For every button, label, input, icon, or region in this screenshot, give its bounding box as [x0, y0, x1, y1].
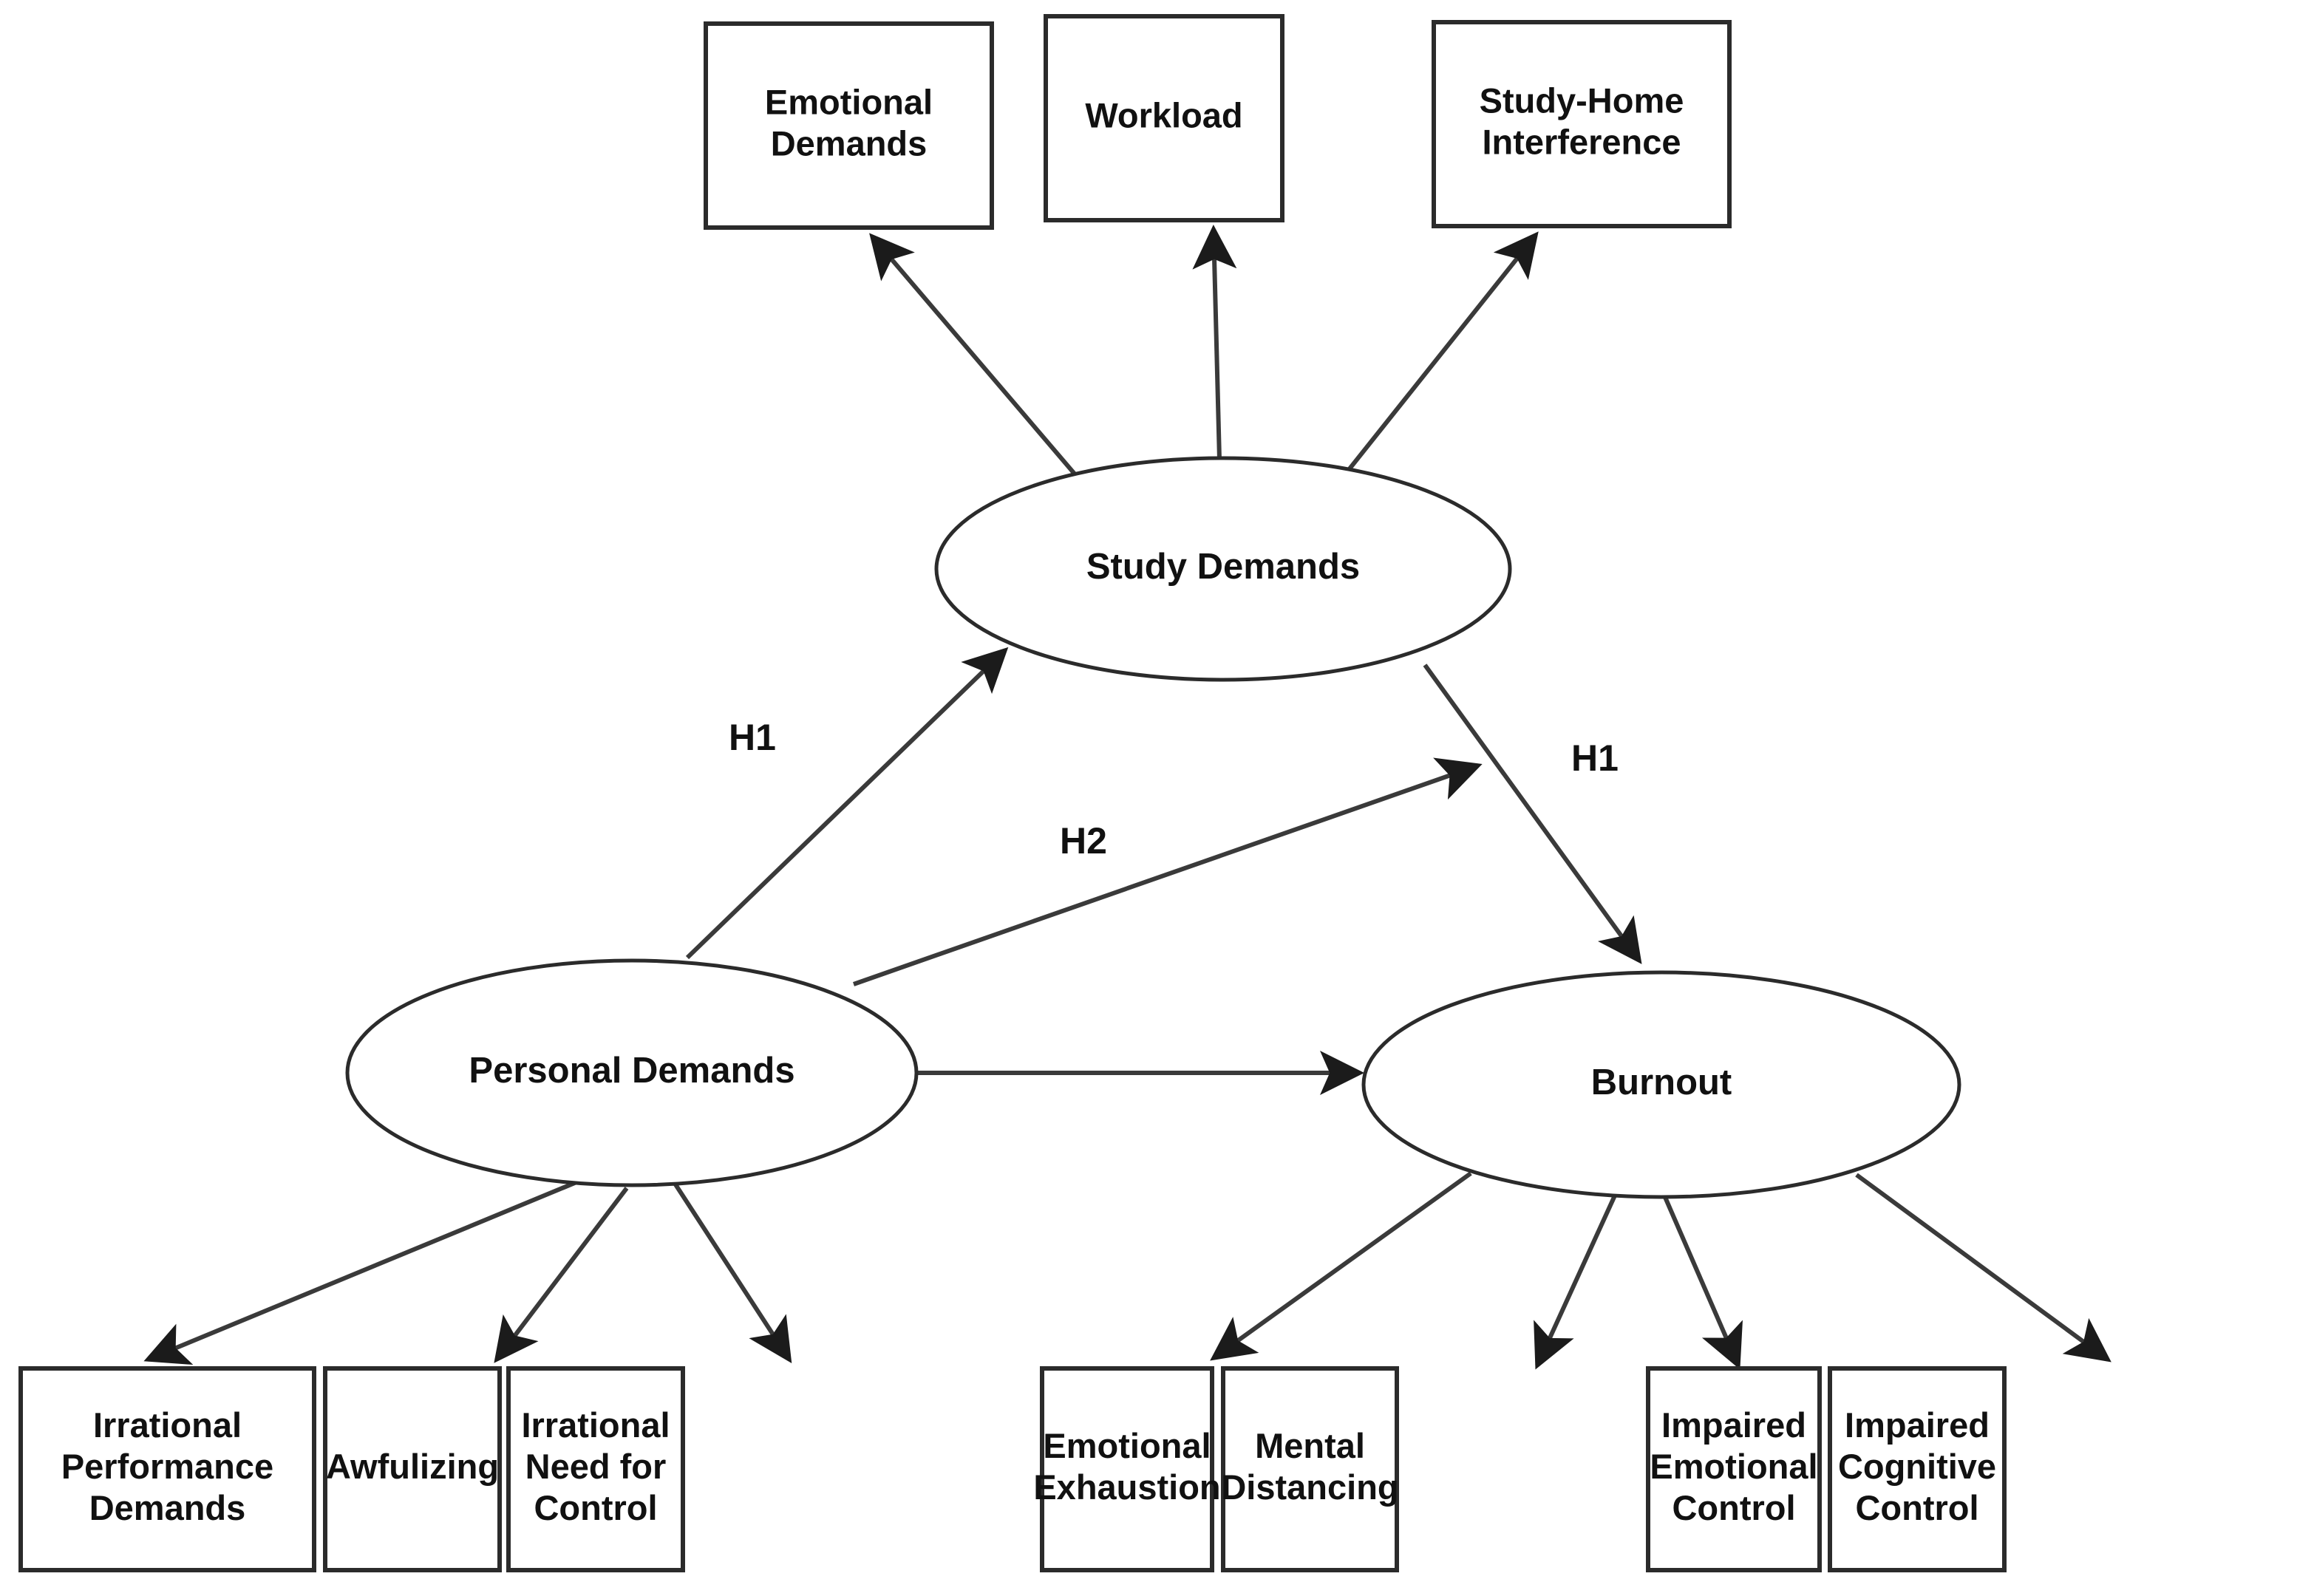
box-label-impaired-cognitive-control: Cognitive — [1838, 1447, 1996, 1486]
edge-study-demands-to-study-home-interference — [1343, 231, 1539, 476]
box-outline-impaired-emotional-control — [1646, 1366, 1822, 1572]
box-label-impaired-cognitive-control: Control — [1855, 1488, 1978, 1527]
box-label-impaired-emotional-control: Impaired — [1661, 1405, 1806, 1445]
edge-personal-demands-to-burnout-h2 — [853, 757, 1483, 986]
edge-burnout-to-impaired-emotional-control — [1662, 1194, 1743, 1370]
box-label-impaired-emotional-control: Emotional — [1650, 1447, 1817, 1486]
latent-variable-burnout[interactable]: Burnout — [1361, 970, 1961, 1199]
ellipse-outline-personal-demands — [345, 958, 919, 1187]
edge-personal-demands-to-irrational-performance-demands — [143, 1180, 578, 1365]
box-label-workload: Workload — [1085, 95, 1242, 134]
edge-study-demands-to-burnout-h1 — [1423, 664, 1642, 964]
box-label-irrational-performance-demands: Irrational — [93, 1405, 242, 1445]
box-label-irrational-performance-demands: Performance — [61, 1447, 273, 1486]
indicator-box-awfulizing[interactable]: Awfulizing — [323, 1366, 502, 1572]
ellipse-label-study-demands: Study Demands — [1086, 547, 1360, 587]
box-outline-emotional-demands — [704, 21, 994, 230]
box-label-irrational-need-for-control: Need for — [525, 1447, 667, 1486]
box-label-impaired-cognitive-control: Impaired — [1845, 1405, 1990, 1445]
edge-burnout-to-mental-distancing — [1534, 1194, 1617, 1370]
box-label-study-home-interference: Study-Home — [1480, 81, 1684, 120]
box-label-mental-distancing: Distancing — [1221, 1467, 1398, 1507]
box-outline-mental-distancing — [1221, 1366, 1399, 1572]
edge-study-demands-to-workload — [1192, 225, 1237, 460]
box-label-awfulizing: Awfulizing — [326, 1447, 499, 1486]
box-outline-workload — [1044, 14, 1284, 222]
latent-variable-personal-demands[interactable]: Personal Demands — [345, 958, 919, 1187]
hypothesis-label-h1-study-to-burnout: H1 — [1571, 737, 1619, 779]
box-label-irrational-performance-demands: Demands — [89, 1488, 246, 1527]
ellipse-outline-study-demands — [934, 456, 1512, 682]
box-outline-irrational-need-for-control — [506, 1366, 685, 1572]
box-label-emotional-exhaustion: Exhaustion — [1033, 1467, 1220, 1507]
edges-layer — [143, 225, 2111, 1370]
edge-burnout-to-impaired-cognitive-control — [1855, 1173, 2111, 1363]
box-label-study-home-interference: Interference — [1482, 122, 1681, 161]
box-outline-awfulizing — [323, 1366, 502, 1572]
box-label-impaired-emotional-control: Control — [1672, 1488, 1795, 1527]
box-outline-impaired-cognitive-control — [1828, 1366, 2007, 1572]
box-label-mental-distancing: Mental — [1255, 1426, 1365, 1465]
box-label-emotional-exhaustion: Emotional — [1043, 1426, 1211, 1465]
box-outline-emotional-exhaustion — [1040, 1366, 1214, 1572]
ellipse-label-burnout: Burnout — [1591, 1063, 1732, 1102]
box-label-emotional-demands: Demands — [771, 123, 928, 163]
box-label-irrational-need-for-control: Control — [534, 1488, 657, 1527]
ellipse-label-personal-demands: Personal Demands — [469, 1051, 794, 1091]
ellipse-outline-burnout — [1361, 970, 1961, 1199]
hypothesis-label-h2-personal-to-burnout: H2 — [1060, 820, 1107, 862]
edge-study-demands-to-emotional-demands — [869, 233, 1080, 479]
box-label-emotional-demands: Emotional — [765, 82, 933, 121]
latent-variable-study-demands[interactable]: Study Demands — [934, 456, 1512, 682]
box-outline-irrational-performance-demands — [18, 1366, 316, 1572]
hypothesis-label-h1-personal-to-study: H1 — [729, 717, 776, 758]
edge-personal-demands-to-study-demands — [685, 647, 1009, 960]
edge-burnout-to-emotional-exhaustion — [1210, 1171, 1472, 1361]
edge-personal-demands-to-irrational-need-for-control — [672, 1181, 792, 1364]
box-label-irrational-need-for-control: Irrational — [521, 1405, 670, 1445]
box-outline-study-home-interference — [1432, 20, 1732, 228]
edge-personal-demands-to-awfulizing — [494, 1187, 629, 1363]
indicator-box-workload[interactable]: Workload — [1044, 14, 1284, 222]
